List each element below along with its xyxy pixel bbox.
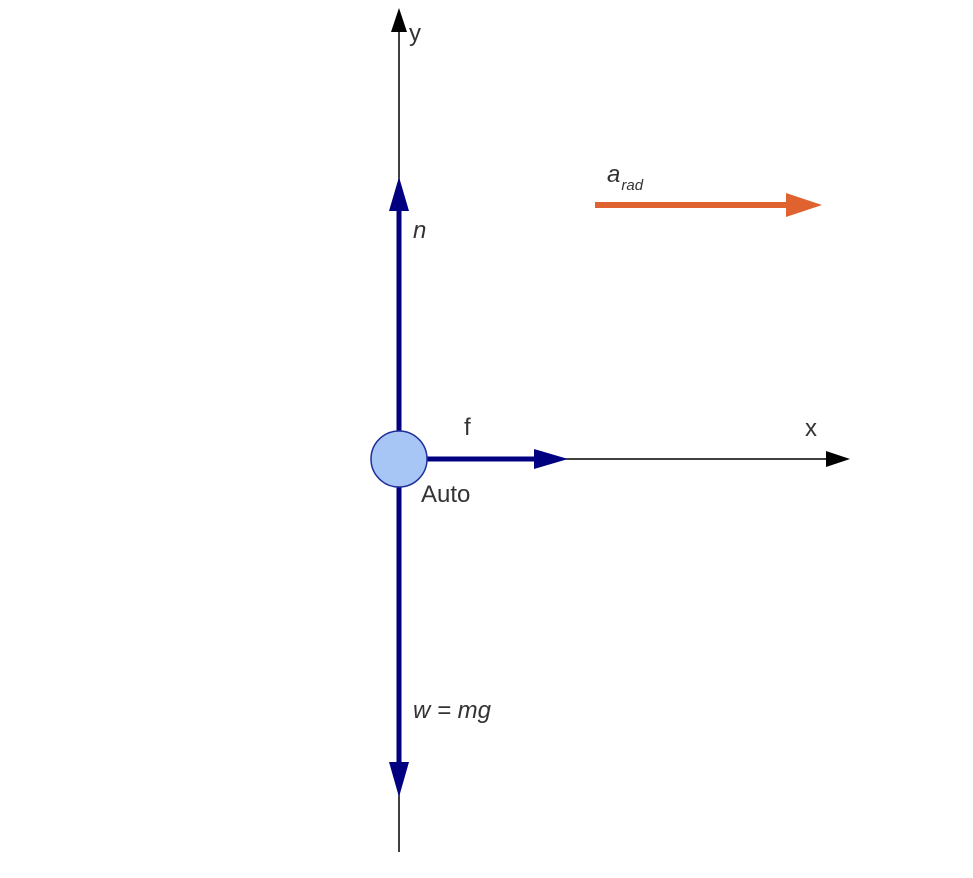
car-object: Auto: [370, 430, 470, 508]
radial-acceleration-vector: arad: [595, 161, 822, 217]
y-axis-label: y: [409, 20, 421, 47]
acceleration-arrowhead: [786, 193, 822, 217]
x-axis-arrowhead: [826, 451, 850, 467]
normal-force-vector: n: [389, 177, 426, 459]
friction-force-arrowhead: [534, 449, 568, 469]
weight-force-label: w = mg: [413, 697, 492, 724]
acceleration-symbol: a: [607, 161, 620, 188]
normal-force-label: n: [413, 217, 426, 244]
normal-force-arrowhead: [389, 177, 409, 211]
weight-force-vector: w = mg: [389, 459, 492, 797]
friction-force-label: f: [464, 414, 471, 441]
car-label: Auto: [421, 481, 470, 508]
acceleration-label: arad: [607, 161, 644, 194]
acceleration-subscript: rad: [621, 177, 643, 194]
x-axis-label: x: [805, 415, 817, 442]
car-circle: [370, 430, 428, 488]
weight-force-arrowhead: [389, 762, 409, 797]
y-axis: y: [391, 8, 421, 852]
y-axis-arrowhead: [391, 8, 407, 32]
